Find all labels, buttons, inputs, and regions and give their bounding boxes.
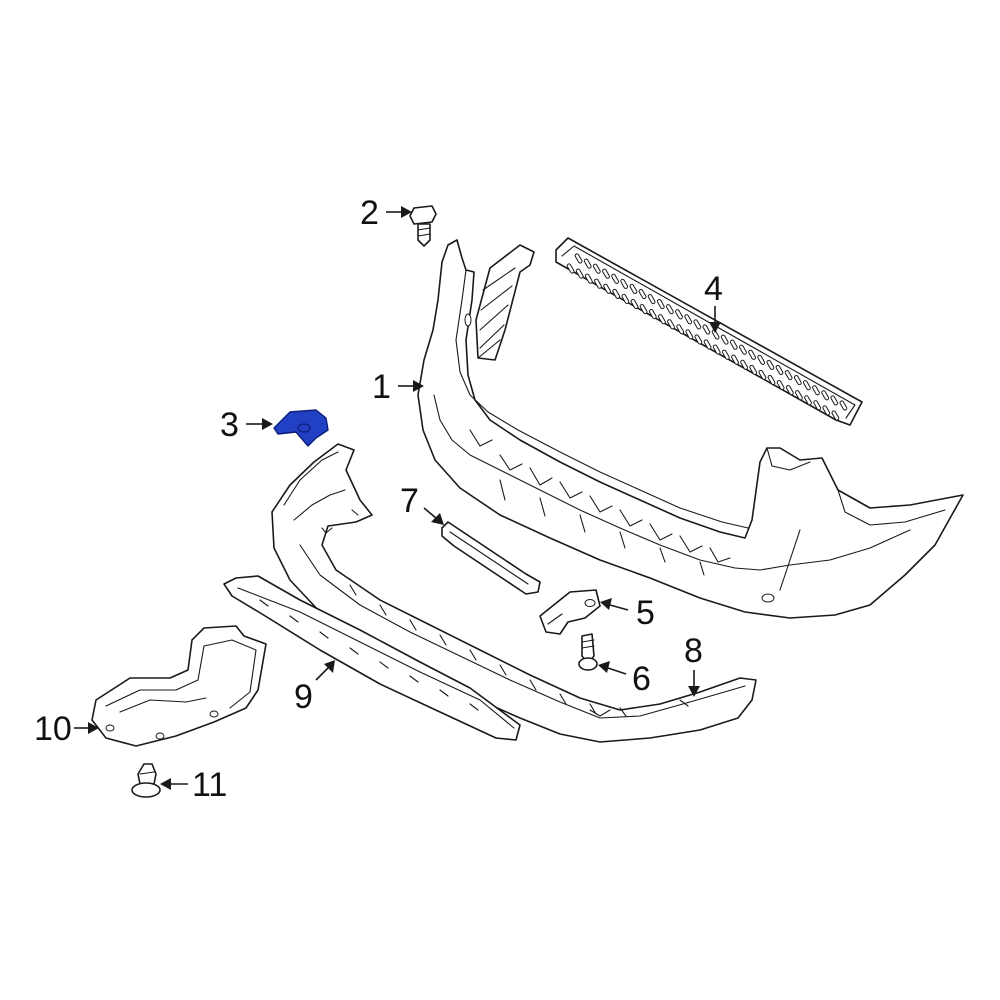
callout-9[interactable]: 9 [294, 678, 313, 716]
step-pad-slot [793, 375, 802, 386]
step-pad-slot [749, 364, 758, 375]
lower-valance-part[interactable] [271, 443, 757, 743]
step-pad-slot [693, 319, 702, 330]
step-pad-slot [813, 400, 822, 411]
step-pad-slot [748, 349, 756, 360]
step-pad-slot [574, 253, 583, 264]
step-pad-slot [676, 324, 685, 335]
step-pad-slot [758, 369, 767, 380]
step-pad-slot [675, 309, 683, 320]
splash-shield-part[interactable] [91, 625, 267, 747]
step-pad-slot [766, 359, 775, 370]
step-pad-slot [630, 298, 639, 310]
step-pad-slot [775, 364, 784, 376]
callout-11[interactable]: 11 [192, 766, 227, 804]
step-pad-slot [830, 395, 839, 406]
bracket-part[interactable] [273, 409, 329, 447]
step-pad-slot [583, 258, 592, 269]
step-pad-slot [603, 283, 611, 294]
step-pad-slot [684, 314, 693, 325]
step-pad-slot [757, 354, 766, 365]
step-pad-slot [575, 268, 584, 279]
step-pad-slot [739, 344, 747, 355]
step-pad-slot [566, 263, 575, 274]
step-pad-slot [639, 304, 648, 315]
step-pad-slot [711, 329, 720, 340]
skid-plate-part[interactable] [223, 575, 521, 741]
step-pad-slot [802, 380, 811, 391]
step-pad-slot [712, 344, 721, 355]
step-pad-slot [729, 339, 738, 350]
step-pad-slot [667, 319, 675, 330]
callout-4[interactable]: 4 [704, 270, 723, 308]
step-pad-part[interactable] [555, 237, 863, 426]
step-pad-slot [685, 329, 694, 340]
step-pad-slot [602, 268, 610, 279]
step-pad-slot [812, 385, 820, 396]
callout-labels: 1 2 3 4 5 6 7 8 9 10 11 [34, 194, 723, 804]
bolt-part[interactable] [409, 205, 437, 247]
step-pad-slot [721, 349, 730, 360]
step-pad-slot [804, 395, 812, 406]
step-pad-slot [794, 390, 803, 401]
step-pad-slot [702, 324, 711, 335]
step-pad-slot [620, 278, 629, 289]
bumper-cover-part[interactable] [417, 239, 964, 619]
step-pad-slot [821, 390, 830, 401]
callout-1[interactable]: 1 [372, 368, 391, 406]
step-pad-slot [784, 370, 793, 381]
step-pad-slot [648, 309, 657, 320]
step-pad-slot [657, 314, 666, 325]
step-pad-slot [703, 339, 712, 350]
step-pad-slot [731, 354, 739, 365]
step-pad-slot [592, 263, 601, 274]
step-pad-slot [776, 380, 785, 391]
step-pad-slot [822, 405, 831, 416]
step-pad-slot [612, 288, 621, 299]
callout-6[interactable]: 6 [632, 660, 651, 698]
callout-7[interactable]: 7 [400, 482, 419, 520]
step-pad-slots [566, 253, 848, 421]
step-pad-slot [839, 400, 848, 411]
step-pad-slot [767, 374, 776, 386]
step-pad-slot [621, 293, 630, 304]
callout-2[interactable]: 2 [360, 194, 379, 232]
callout-3[interactable]: 3 [220, 406, 239, 444]
step-pad-slot [647, 294, 656, 305]
push-clip-part[interactable] [131, 763, 161, 798]
reflector-trim-part[interactable] [441, 521, 541, 595]
step-pad-slot [694, 334, 703, 345]
side-bracket-part[interactable] [539, 589, 601, 635]
step-pad-slot [720, 334, 729, 345]
leader-lines [74, 206, 721, 790]
callout-10[interactable]: 10 [34, 710, 72, 748]
step-pad-slot [656, 299, 665, 310]
step-pad-slot [665, 304, 674, 315]
step-pad-slot [638, 288, 647, 300]
callout-5[interactable]: 5 [636, 594, 655, 632]
screw-part[interactable] [578, 633, 598, 671]
step-pad-slot [785, 385, 794, 396]
step-pad-slot [594, 278, 602, 289]
step-pad-slot [629, 283, 638, 294]
step-pad-slot [831, 410, 840, 421]
step-pad-slot [584, 273, 593, 284]
callout-8[interactable]: 8 [684, 632, 703, 670]
step-pad-slot [611, 273, 619, 284]
step-pad-slot [740, 359, 748, 370]
